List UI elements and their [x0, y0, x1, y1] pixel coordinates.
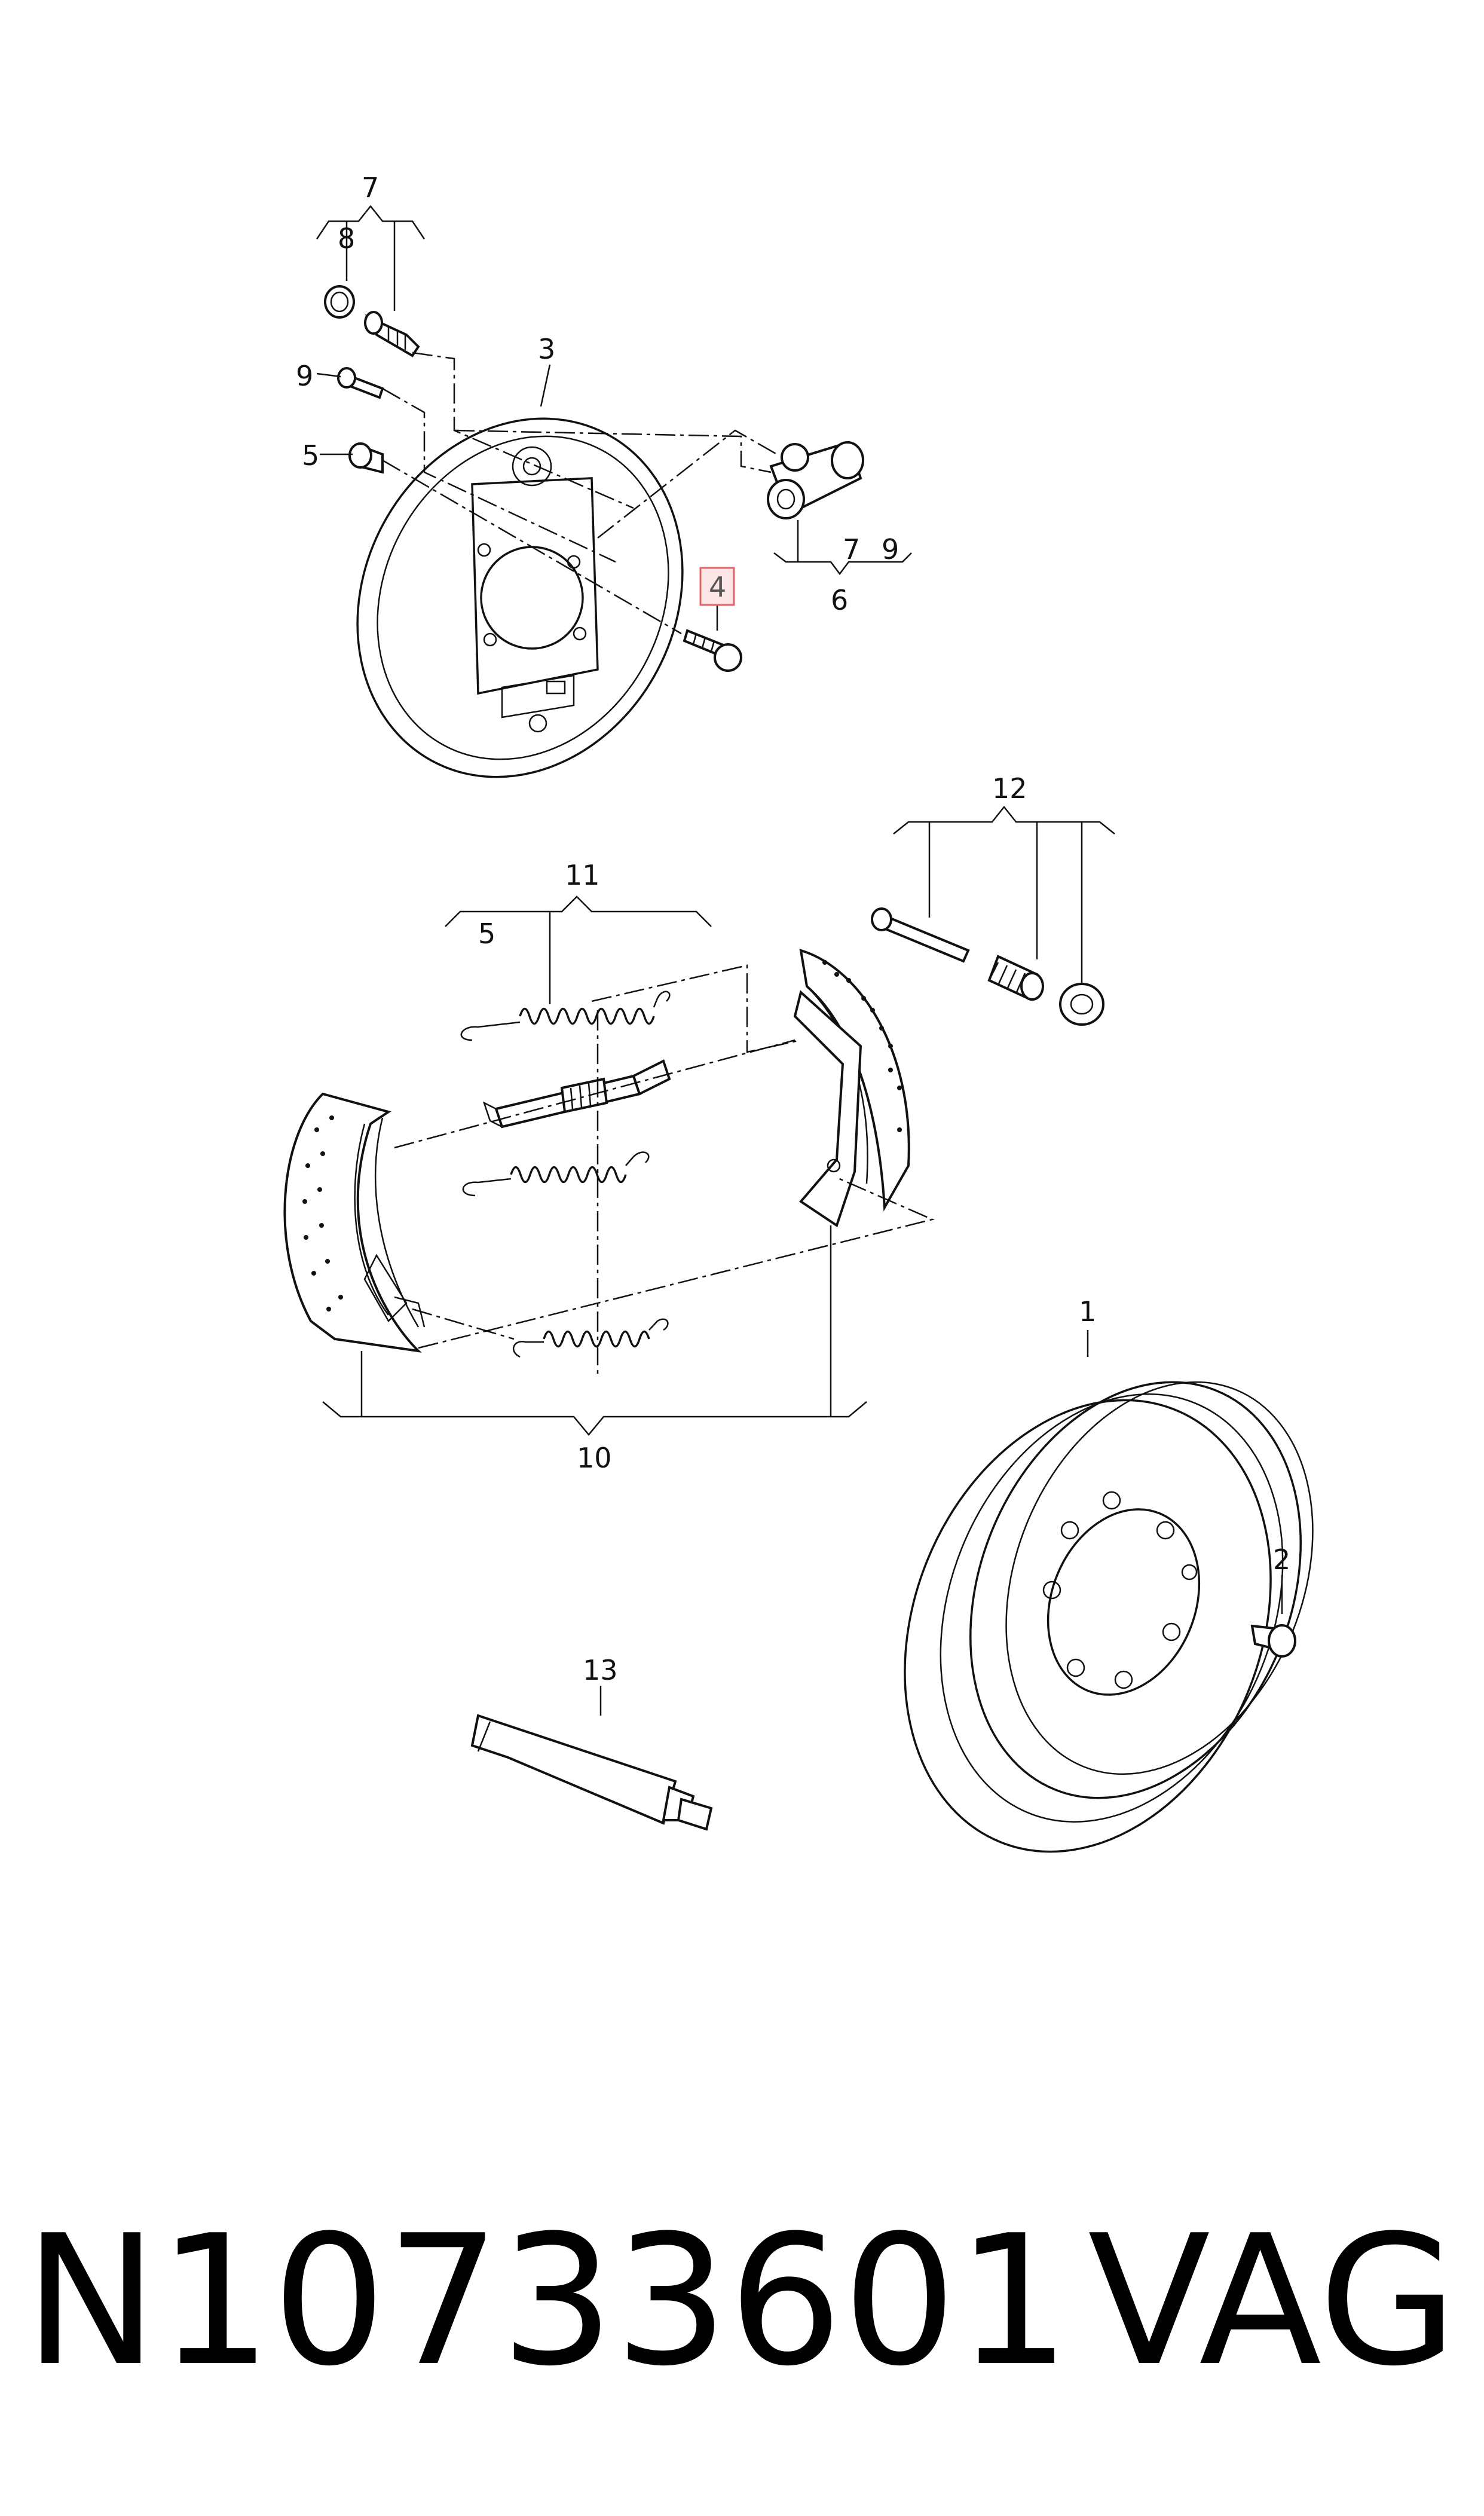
spring-cup — [1059, 983, 1104, 1026]
callout-6: 6 — [831, 584, 848, 616]
grease-tube — [470, 1714, 713, 1831]
callout-5-springs: 5 — [478, 918, 495, 950]
drum-screw — [1250, 1624, 1296, 1658]
wheel-cylinder — [767, 441, 864, 519]
hold-down-pin — [871, 907, 970, 963]
callout-9-left: 9 — [296, 360, 313, 392]
lower-return-spring — [513, 1318, 669, 1358]
adjuster-strut — [482, 1059, 671, 1129]
mounting-screw — [337, 367, 384, 399]
brake-shoe-left — [283, 1092, 426, 1353]
hold-down-spring — [987, 955, 1044, 1001]
callout-9-right: 9 — [882, 533, 899, 565]
part-caption: N10733601 VAG — [24, 2176, 1470, 2427]
part-number: N10733601 — [24, 2197, 1071, 2405]
callout-labels: 7 8 9 5 3 4 7 9 6 12 11 5 10 1 2 13 — [296, 172, 1290, 1686]
brake-assembly-diagram: 7 8 9 5 3 4 7 9 6 12 11 5 10 1 2 13 — [283, 172, 1314, 1853]
assembly-lines — [382, 351, 935, 1375]
callout-8: 8 — [338, 222, 355, 255]
callout-11: 11 — [565, 859, 600, 891]
brand-name: VAG — [1088, 2197, 1458, 2405]
upper-return-spring — [460, 990, 671, 1041]
callout-5-left: 5 — [302, 439, 319, 472]
callout-10: 10 — [577, 1442, 612, 1474]
backing-plate — [356, 417, 684, 778]
middle-spring — [462, 1151, 650, 1197]
bleeder-valve — [364, 311, 420, 357]
brake-shoe-right — [793, 949, 910, 1228]
callout-12: 12 — [992, 772, 1027, 805]
callout-7-top: 7 — [362, 172, 379, 204]
callout-3: 3 — [538, 333, 555, 365]
callout-2: 2 — [1273, 1543, 1290, 1576]
brake-drum — [904, 1381, 1314, 1853]
leader-lines — [316, 204, 1283, 1716]
callout-7-right: 7 — [843, 533, 860, 565]
callout-4: 4 — [709, 571, 726, 603]
callout-13: 13 — [583, 1654, 618, 1686]
callout-1: 1 — [1079, 1295, 1096, 1328]
nut — [348, 442, 384, 474]
bolt — [683, 629, 742, 672]
bleeder-cap — [324, 285, 355, 319]
callout-4-highlight — [699, 567, 735, 606]
